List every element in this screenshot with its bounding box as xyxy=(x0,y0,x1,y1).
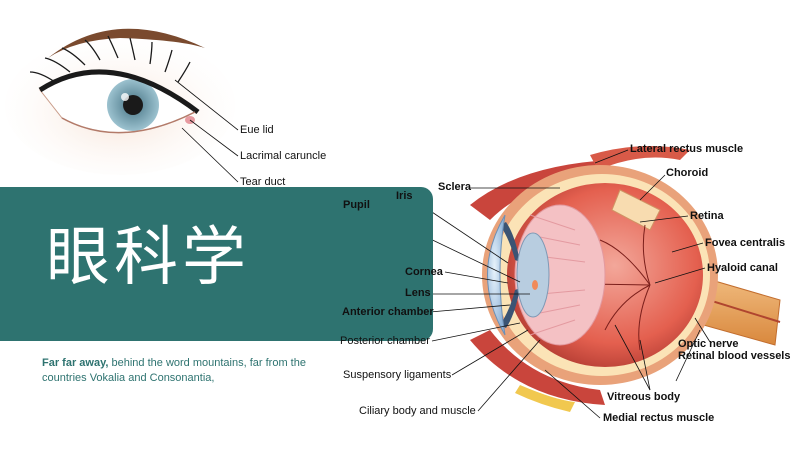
label-pupil: Pupil xyxy=(343,199,370,212)
label-iris: Iris xyxy=(396,190,413,203)
label-hyaloid-canal: Hyaloid canal xyxy=(707,262,778,275)
page-title: 眼科学 xyxy=(46,218,250,298)
label-choroid: Choroid xyxy=(666,167,708,180)
label-eyelid: Eue lid xyxy=(240,124,274,137)
description-text: Far far away, behind the word mountains,… xyxy=(42,356,352,386)
label-retina: Retina xyxy=(690,210,724,223)
label-anterior-chamber: Anterior chamber xyxy=(342,306,434,319)
label-cornea: Cornea xyxy=(405,266,443,279)
label-medial-rectus: Medial rectus muscle xyxy=(603,412,714,425)
label-lateral-rectus: Lateral rectus muscle xyxy=(630,143,743,156)
label-fovea-centralis: Fovea centralis xyxy=(705,237,785,250)
label-suspensory-ligaments: Suspensory ligaments xyxy=(343,369,451,382)
label-posterior-chamber: Posterior chamber xyxy=(340,335,430,348)
label-lens: Lens xyxy=(405,287,431,300)
label-ciliary-body: Ciliary body and muscle xyxy=(359,405,476,418)
eye-cross-section xyxy=(470,146,780,412)
label-lacrimal-caruncle: Lacrimal caruncle xyxy=(240,150,326,163)
label-vitreous-body: Vitreous body xyxy=(607,391,680,404)
label-retinal-blood-vessels: Retinal blood vessels xyxy=(678,350,790,363)
label-sclera: Sclera xyxy=(438,181,471,194)
description-lead: Far far away, xyxy=(42,357,108,369)
external-eye-illustration xyxy=(5,29,238,182)
